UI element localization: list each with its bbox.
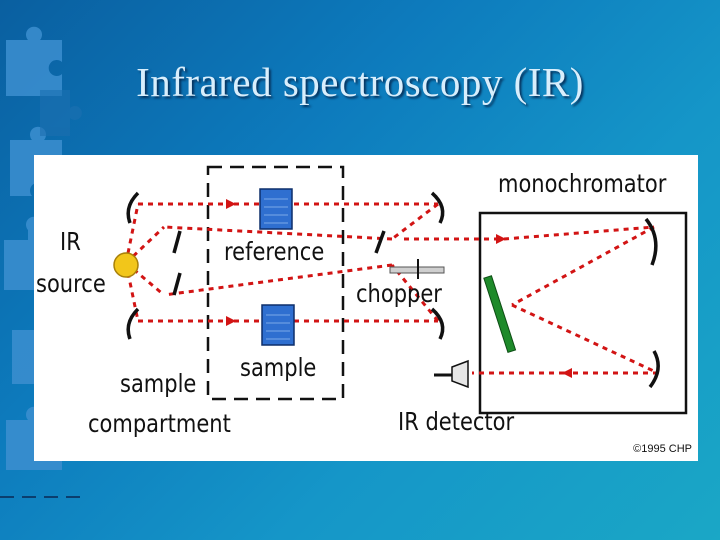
ir-source-label-line2: source — [36, 269, 106, 298]
ir-detector-label: IR detector — [398, 407, 515, 436]
diagram-drawing — [113, 165, 688, 415]
copyright-notice: ©1995 CHP — [633, 443, 692, 455]
sample-cell-icon — [261, 304, 295, 346]
mirror-icon — [126, 191, 660, 389]
decorative-dashes — [0, 496, 80, 498]
detector-icon — [434, 359, 469, 389]
ir-source-label-line1: IR — [60, 227, 81, 256]
sample-cell-label: sample — [240, 353, 317, 382]
reference-label: reference — [224, 237, 325, 266]
monochromator-box — [478, 211, 688, 415]
grating-icon — [483, 275, 517, 354]
chopper-label: chopper — [356, 279, 442, 308]
ir-source-lamp-icon — [113, 252, 139, 278]
reference-cell-icon — [259, 188, 293, 230]
sample-compartment-box — [206, 165, 345, 401]
sample-compartment-label-line2: compartment — [88, 409, 231, 438]
sample-compartment-label-line1: sample — [120, 369, 197, 398]
slide-title: Infrared spectroscopy (IR) — [136, 59, 584, 105]
ir-spectrometer-diagram: IR source reference sample sample compar… — [34, 155, 698, 461]
chopper-icon — [389, 259, 445, 279]
monochromator-label: monochromator — [498, 169, 667, 198]
